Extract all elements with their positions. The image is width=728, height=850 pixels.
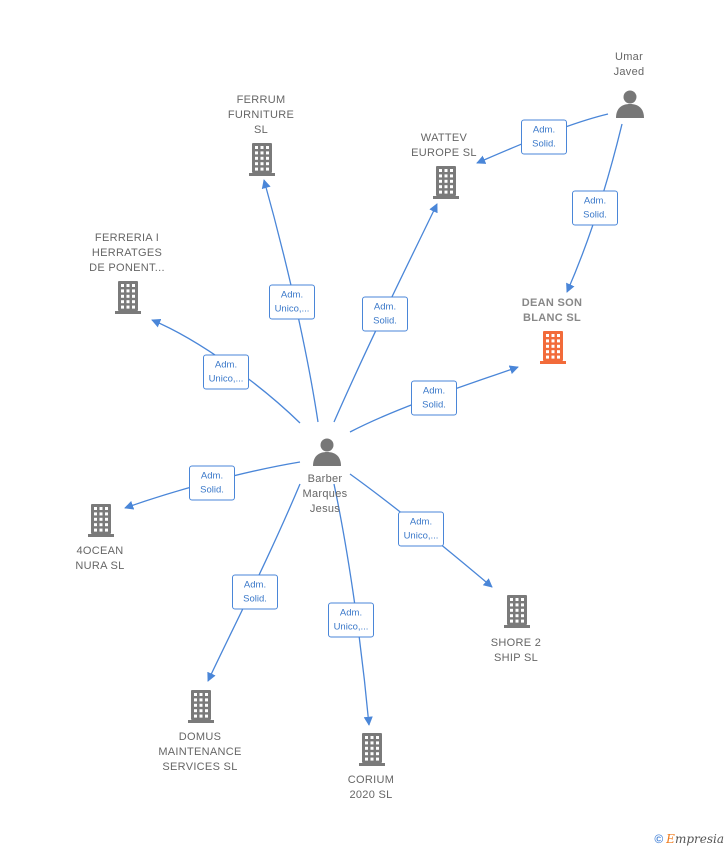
building-icon[interactable] — [249, 143, 275, 176]
node-label-4ocean[interactable]: 4OCEAN NURA SL — [75, 545, 125, 572]
edge-role-label[interactable]: Adm. Solid. — [189, 465, 235, 501]
edge-role-text: Adm. — [200, 470, 224, 482]
edge-role-text: Solid. — [532, 138, 556, 150]
node-label-dean[interactable]: DEAN SON BLANC SL — [521, 297, 583, 324]
building-icon[interactable] — [115, 281, 141, 314]
edge-role-text: Solid. — [422, 399, 446, 411]
node-label-ferrum[interactable]: FERRUM FURNITURE SL — [227, 94, 295, 136]
edge-role-text: Adm. — [339, 607, 363, 619]
edge-role-label[interactable]: Adm. Unico,... — [328, 602, 374, 638]
edge-role-text: Solid. — [373, 315, 397, 327]
person-icon[interactable] — [313, 438, 341, 467]
building-icon[interactable] — [504, 595, 530, 628]
edge-role-label[interactable]: Adm. Unico,... — [269, 284, 315, 320]
nodes-layer — [88, 90, 644, 766]
edge-role-label[interactable]: Adm. Unico,... — [398, 511, 444, 547]
edge-role-text: Adm. — [280, 289, 304, 301]
node-label-umar[interactable]: Umar Javed — [613, 51, 645, 78]
edge-role-text: Adm. — [373, 301, 397, 313]
edge-role-text: Adm. — [214, 359, 238, 371]
brand-watermark: ©Empresia — [654, 832, 724, 846]
node-label-domus[interactable]: DOMUS MAINTENANCE SERVICES SL — [158, 731, 242, 773]
edge-role-text: Unico,... — [208, 373, 244, 385]
edge-role-text: Unico,... — [333, 621, 369, 633]
copyright-symbol: © — [654, 832, 664, 846]
edge-role-label[interactable]: Adm. Unico,... — [203, 354, 249, 390]
building-icon[interactable] — [359, 733, 385, 766]
edge-role-text: Solid. — [243, 593, 267, 605]
building-icon[interactable] — [433, 166, 459, 199]
node-label-barber[interactable]: Barber Marques Jesus — [302, 473, 348, 515]
building-icon[interactable] — [540, 331, 566, 364]
edge-role-text: Solid. — [583, 209, 607, 221]
edge-role-text: Adm. — [422, 385, 446, 397]
edge-role-label[interactable]: Adm. Solid. — [232, 574, 278, 610]
node-label-ferreria[interactable]: FERRERIA I HERRATGES DE PONENT... — [89, 232, 165, 274]
node-label-shore[interactable]: SHORE 2 SHIP SL — [490, 637, 542, 664]
node-label-wattev[interactable]: WATTEV EUROPE SL — [411, 132, 477, 159]
edge-role-text: Solid. — [200, 484, 224, 496]
brand-name: Empresia — [666, 832, 724, 846]
edge-role-text: Adm. — [583, 195, 607, 207]
edge-role-text: Adm. — [243, 579, 267, 591]
person-icon[interactable] — [616, 90, 644, 119]
building-icon[interactable] — [188, 690, 214, 723]
edge-role-label[interactable]: Adm. Solid. — [362, 296, 408, 332]
edge-role-text: Adm. — [532, 124, 556, 136]
edge-role-label[interactable]: Adm. Solid. — [411, 380, 457, 416]
edge-role-text: Unico,... — [403, 530, 439, 542]
edge-role-label[interactable]: Adm. Solid. — [521, 119, 567, 155]
node-label-corium[interactable]: CORIUM 2020 SL — [347, 774, 395, 801]
edge-role-text: Unico,... — [274, 303, 310, 315]
building-icon[interactable] — [88, 504, 114, 537]
edge-role-label[interactable]: Adm. Solid. — [572, 190, 618, 226]
edge-role-text: Adm. — [409, 516, 433, 528]
